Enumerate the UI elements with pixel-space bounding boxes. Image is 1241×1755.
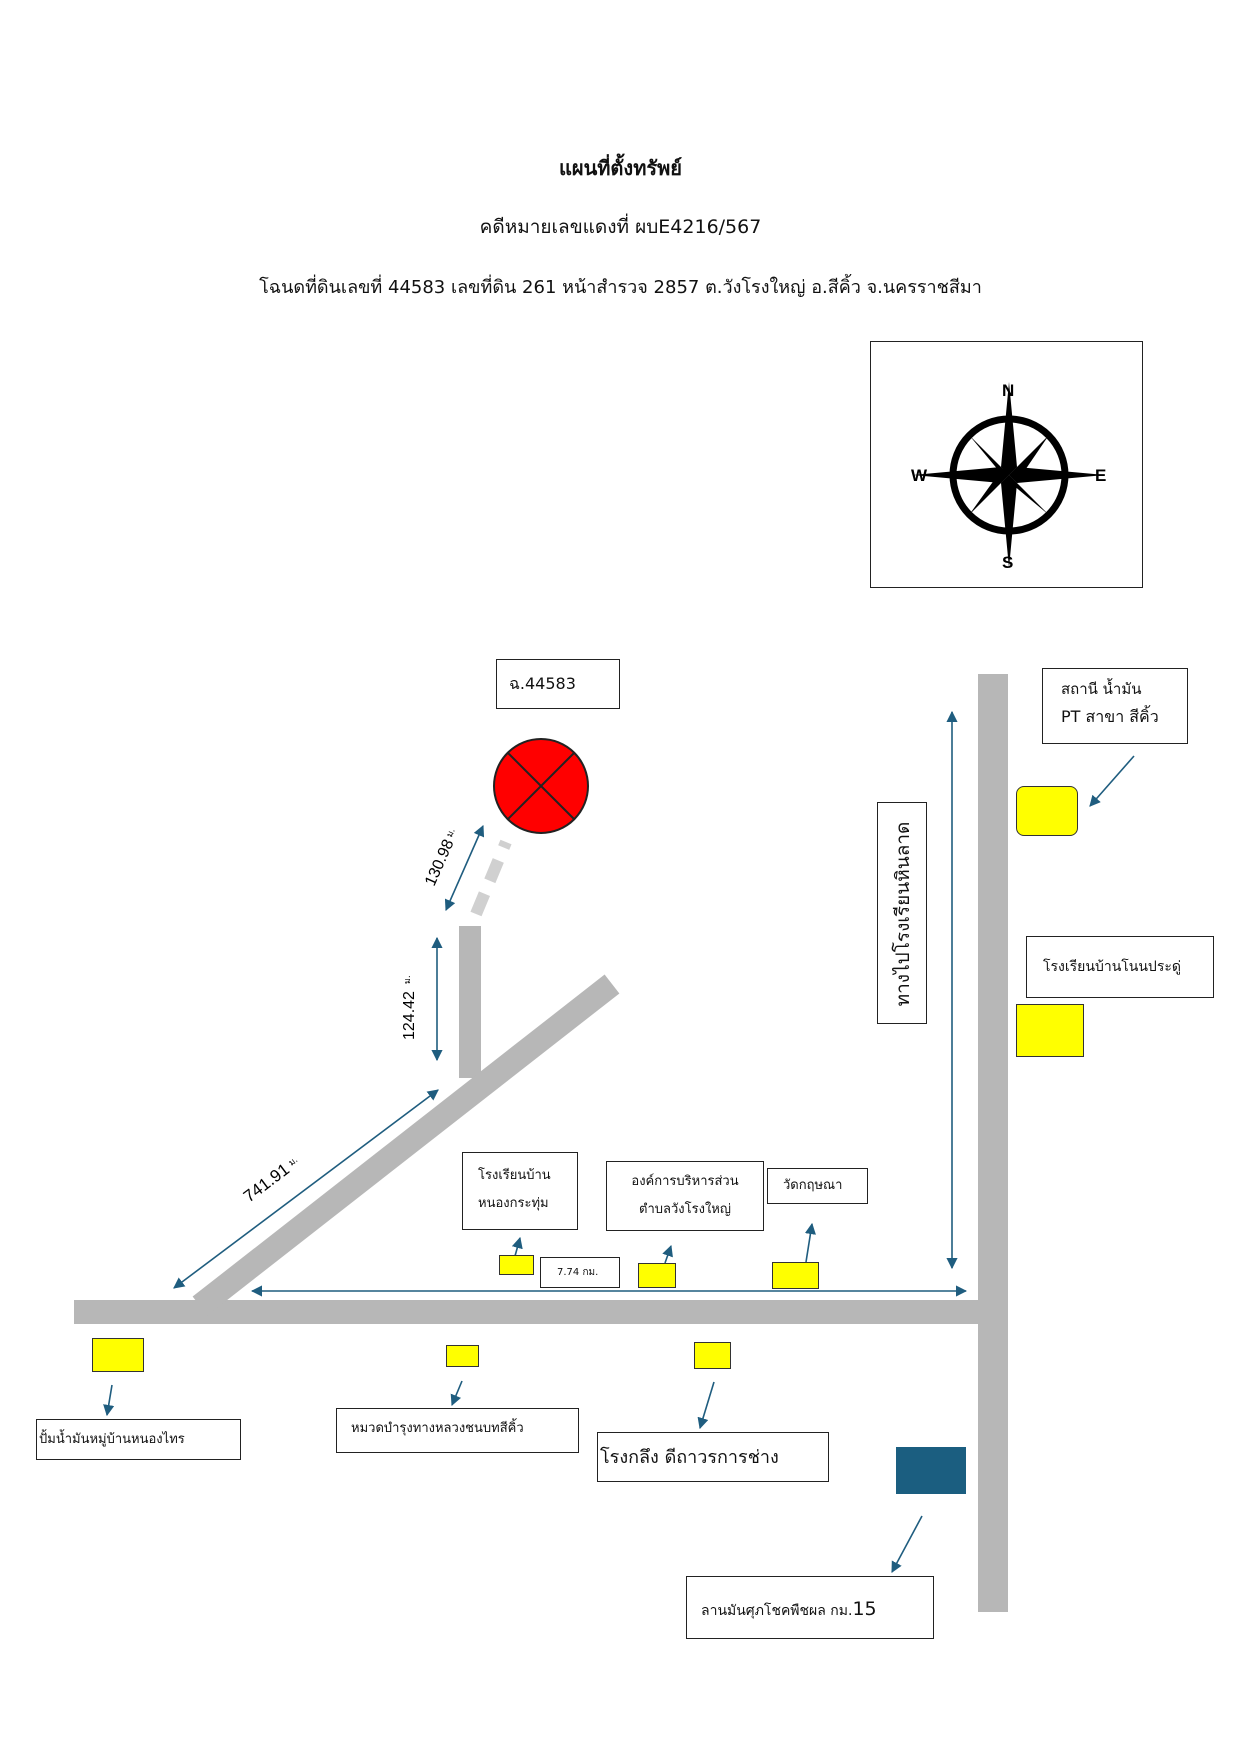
arrow-130 — [444, 824, 485, 912]
sao-line1: องค์การบริหารส่วน — [631, 1174, 739, 1189]
pointer-mill — [697, 1381, 715, 1430]
temple-box: วัดกฤษณา — [767, 1168, 868, 1204]
pt-station-box: สถานี น้ำมัน PT สาขา สีคิ้ว — [1042, 668, 1188, 744]
highway-unit-marker — [446, 1345, 479, 1367]
cassava-yard-km: 15 — [852, 1598, 877, 1620]
school-nonpradu-marker — [1016, 1004, 1084, 1057]
compass-s: S — [1002, 553, 1013, 572]
sao-marker — [638, 1263, 676, 1288]
property-label: ฉ.44583 — [509, 674, 576, 693]
map-title: แผนที่ตั้งทรัพย์ — [558, 156, 683, 180]
pointer-highway — [450, 1380, 463, 1407]
gas-nongthai-marker — [92, 1338, 144, 1372]
main-road-horizontal — [74, 1300, 980, 1324]
distance-124: 124.42 — [401, 991, 418, 1040]
property-label-box: ฉ.44583 — [496, 659, 620, 709]
pointer-cassava — [891, 1515, 923, 1573]
gas-nongthai-box: ปั้มน้ำมันหมู่บ้านหนองไทร — [36, 1419, 241, 1460]
pt-station-marker — [1016, 786, 1078, 836]
school-nongkrathum-line2: หนองกระทุ่ม — [478, 1196, 549, 1211]
road-label-box: ทางไปโรงเรียนหินลาด — [877, 802, 927, 1024]
pointer-pt — [1089, 755, 1135, 807]
mill-label: โรงกลึง ดีถาวรการช่าง — [600, 1447, 779, 1468]
pt-station-line1: สถานี น้ำมัน — [1061, 680, 1142, 698]
pointer-temple — [804, 1222, 816, 1263]
distance-774: 7.74 กม. — [557, 1267, 599, 1278]
case-number: คดีหมายเลขแดงที่ ผบE4216/567 — [479, 216, 762, 238]
cassava-yard-marker — [896, 1447, 966, 1494]
compass-n: N — [1002, 381, 1014, 400]
pointer-sao — [662, 1244, 673, 1264]
compass-e: E — [1095, 466, 1106, 485]
pointer-gas — [103, 1384, 115, 1417]
cassava-yard-label: ลานมันศุภโชคพืชผล กม.15 — [701, 1595, 877, 1625]
mill-marker — [694, 1342, 731, 1369]
compass-box: N S W E — [870, 341, 1143, 588]
compass-w: W — [911, 466, 928, 485]
highway-unit-box: หมวดบำรุงทางหลวงชนบทสีคิ้ว — [336, 1408, 579, 1453]
gas-nongthai-label: ปั้มน้ำมันหมู่บ้านหนองไทร — [39, 1432, 185, 1447]
school-nonpradu-box: โรงเรียนบ้านโนนประดู่ — [1026, 936, 1214, 998]
sao-line2: ตำบลวังโรงใหญ่ — [639, 1202, 731, 1217]
school-nongkrathum-marker — [499, 1255, 534, 1275]
distance-741: 741.91 — [240, 1160, 293, 1206]
pointer-school1 — [511, 1236, 523, 1257]
deed-info: โฉนดที่ดินเลขที่ 44583 เลขที่ดิน 261 หน้… — [259, 277, 982, 298]
distance-130-unit: ม. — [445, 827, 458, 839]
arrow-741 — [173, 1089, 439, 1289]
cassava-yard-box: ลานมันศุภโชคพืชผล กม.15 — [686, 1576, 934, 1639]
dashed-path — [470, 839, 512, 917]
highway-unit-label: หมวดบำรุงทางหลวงชนบทสีคิ้ว — [351, 1421, 524, 1436]
school-nongkrathum-box: โรงเรียนบ้าน หนองกระทุ่ม — [462, 1152, 578, 1230]
mill-box: โรงกลึง ดีถาวรการช่าง — [597, 1432, 829, 1482]
distance-130: 130.98 — [422, 837, 457, 889]
school-nonpradu-label: โรงเรียนบ้านโนนประดู่ — [1043, 959, 1181, 975]
school-nongkrathum-line1: โรงเรียนบ้าน — [478, 1168, 551, 1183]
access-road-vertical — [459, 926, 481, 1078]
main-road-vertical — [978, 674, 1008, 1612]
temple-label: วัดกฤษณา — [783, 1178, 843, 1193]
distance-774-box: 7.74 กม. — [540, 1257, 620, 1288]
cassava-yard-name: ลานมันศุภโชคพืชผล กม. — [701, 1603, 853, 1619]
temple-marker — [772, 1262, 819, 1289]
pt-station-line2: PT สาขา สีคิ้ว — [1061, 707, 1159, 726]
compass-rose-icon: N S W E — [911, 381, 1106, 572]
property-marker — [493, 738, 589, 834]
distance-124-unit: ม. — [403, 975, 413, 984]
sao-box: องค์การบริหารส่วน ตำบลวังโรงใหญ่ — [606, 1161, 764, 1231]
road-label: ทางไปโรงเรียนหินลาด — [892, 821, 914, 1007]
distance-741-unit: ม. — [287, 1155, 300, 1168]
